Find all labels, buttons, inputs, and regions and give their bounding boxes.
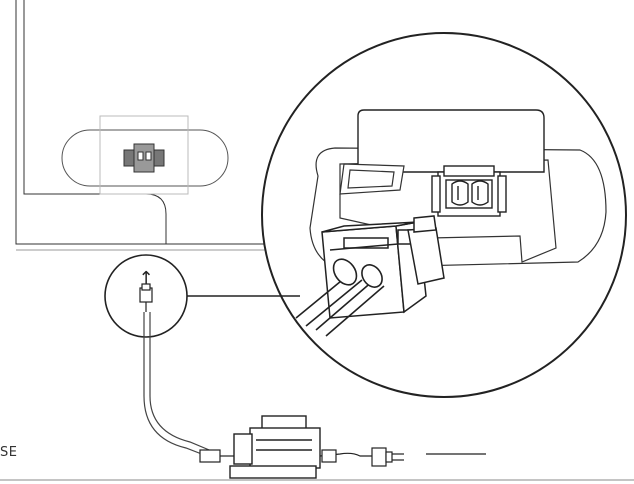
- left-bracket: [339, 163, 405, 195]
- cord-plug-icon: [139, 283, 153, 312]
- magnified-detail: [261, 32, 627, 398]
- box-detail: [256, 439, 312, 451]
- box-right-cord: [319, 447, 404, 467]
- box-left-connector: [199, 449, 234, 463]
- panel-socket: [431, 165, 507, 217]
- box-foot: [229, 465, 317, 479]
- zoom-circle-group: ↑: [104, 254, 300, 338]
- panel-inner-edge: [23, 0, 167, 244]
- box-left-side: [233, 433, 253, 465]
- cover-flap: [357, 109, 545, 173]
- panel-outer-edge: [15, 0, 330, 245]
- plug-cables: [295, 258, 385, 337]
- panel-connector-cutout: [61, 115, 229, 195]
- control-box: [229, 415, 321, 479]
- cutout-cover-plate: [99, 115, 189, 195]
- small-connector-icon: [123, 143, 165, 173]
- power-cord: [143, 312, 215, 459]
- cutout-slot: [61, 129, 229, 187]
- box-body: [249, 427, 321, 469]
- partial-label: SE: [0, 445, 18, 460]
